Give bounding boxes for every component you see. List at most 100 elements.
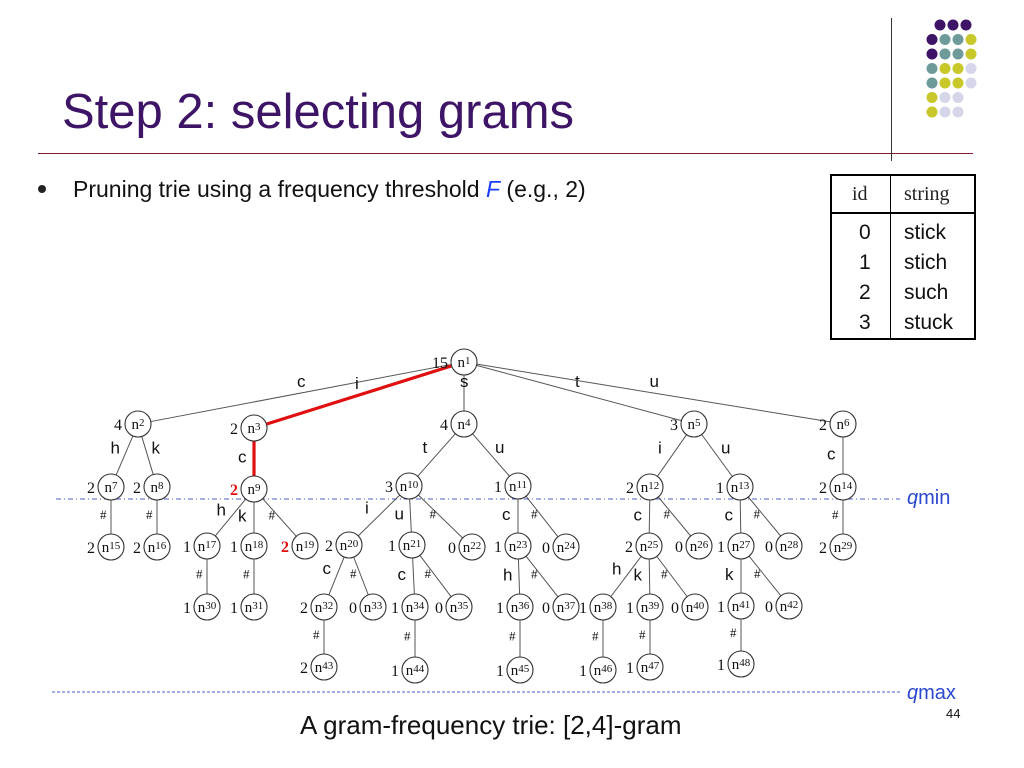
trie-node-n12: n12 2 bbox=[626, 473, 664, 501]
trie-node-n9: n92 bbox=[230, 475, 268, 503]
dot bbox=[934, 19, 946, 31]
diagram-caption: A gram-frequency trie: [2,4]-gram bbox=[300, 710, 682, 740]
node-circle bbox=[310, 653, 338, 681]
edge-label: c bbox=[323, 559, 332, 578]
trie-edge-n1-n6 bbox=[476, 363, 831, 423]
edge-label: # bbox=[269, 508, 276, 523]
node-circle bbox=[97, 533, 125, 561]
trie-edge-n4-n10 bbox=[417, 433, 456, 477]
trie-edge-n12-n26 bbox=[657, 496, 692, 537]
edge-label: # bbox=[531, 507, 538, 522]
edge-label: h bbox=[111, 439, 120, 458]
trie-node-n2: n24 bbox=[114, 410, 152, 438]
node-frequency: 1 bbox=[388, 538, 396, 555]
node-id-label: n20 bbox=[340, 538, 359, 554]
node-circle bbox=[450, 348, 478, 376]
node-circle bbox=[450, 410, 478, 438]
node-frequency: 2 bbox=[325, 538, 333, 555]
node-frequency: 2 bbox=[626, 480, 634, 497]
node-id-label: n12 bbox=[641, 480, 660, 496]
trie-edge-n27-n42 bbox=[748, 555, 782, 597]
node-circle bbox=[240, 593, 268, 621]
dot bbox=[965, 77, 977, 89]
trie-edge-n25-n38 bbox=[610, 556, 642, 597]
node-circle bbox=[193, 593, 221, 621]
edge-label: # bbox=[350, 566, 357, 581]
dot bbox=[965, 48, 977, 60]
edge-label: h bbox=[612, 560, 621, 579]
node-id-label: n32 bbox=[315, 600, 334, 616]
node-frequency: 2 bbox=[625, 539, 633, 556]
dot bbox=[952, 63, 964, 74]
node-id-label: n47 bbox=[641, 660, 660, 676]
node-id-label: n44 bbox=[406, 663, 425, 679]
trie-edge-n10-n22 bbox=[417, 494, 464, 539]
edge-label: # bbox=[592, 629, 599, 644]
trie-node-n8: n82 bbox=[133, 473, 171, 501]
edge-label: # bbox=[100, 507, 107, 522]
node-circle bbox=[143, 473, 171, 501]
node-frequency: 2 bbox=[230, 482, 238, 499]
trie-edge-n2-n7 bbox=[115, 435, 134, 476]
node-frequency: 1 bbox=[494, 479, 502, 496]
trie-edge-n25-n40 bbox=[656, 556, 688, 597]
row-3-string: stuck bbox=[904, 311, 954, 334]
node-frequency: 1 bbox=[496, 600, 504, 617]
node-circle bbox=[636, 593, 664, 621]
trie-node-n3: n32 bbox=[230, 414, 268, 442]
node-id-label: n10 bbox=[400, 479, 419, 495]
node-id-label: n17 bbox=[198, 539, 217, 555]
node-frequency: 3 bbox=[385, 479, 393, 496]
node-frequency: 2 bbox=[819, 417, 827, 434]
node-id-label: n24 bbox=[557, 540, 576, 556]
node-id-label: n8 bbox=[151, 480, 165, 496]
node-frequency: 0 bbox=[671, 600, 679, 617]
trie-edge-n25-n39 bbox=[648, 558, 651, 595]
node-frequency: 1 bbox=[494, 539, 502, 556]
bullet-point: Pruning trie using a frequency threshold… bbox=[38, 176, 586, 203]
node-circle bbox=[398, 531, 426, 559]
bullet-text: Pruning trie using a frequency threshold bbox=[73, 176, 486, 202]
node-circle bbox=[775, 592, 803, 620]
qmin-label: qmin bbox=[907, 487, 950, 509]
node-circle bbox=[727, 650, 755, 678]
node-circle bbox=[636, 653, 664, 681]
node-id-label: n35 bbox=[450, 600, 469, 616]
row-0-string: stick bbox=[904, 221, 946, 244]
trie-edge-n1-n2 bbox=[150, 363, 452, 423]
trie-edge-n10-n20 bbox=[357, 494, 401, 537]
dot bbox=[926, 48, 938, 60]
edge-label: t bbox=[423, 438, 428, 457]
edge-label: t bbox=[575, 372, 580, 391]
node-id-label: n3 bbox=[248, 421, 262, 437]
dot bbox=[926, 106, 938, 118]
trie-edge-n11-n24 bbox=[525, 495, 559, 538]
node-frequency: 1 bbox=[230, 600, 238, 617]
node-circle bbox=[636, 473, 664, 501]
node-id-label: n16 bbox=[148, 540, 167, 556]
edge-label: c bbox=[827, 445, 836, 464]
node-id-label: n28 bbox=[780, 539, 799, 555]
node-circle bbox=[401, 656, 429, 684]
dot bbox=[952, 34, 964, 45]
node-circle bbox=[635, 532, 663, 560]
dot bbox=[952, 106, 964, 118]
node-id-label: n36 bbox=[511, 600, 530, 616]
node-circle bbox=[829, 473, 857, 501]
trie-edge-n10-n21 bbox=[409, 498, 412, 533]
node-id-label: n23 bbox=[509, 539, 528, 555]
title-underline bbox=[38, 153, 973, 154]
node-frequency: 1 bbox=[579, 600, 587, 617]
